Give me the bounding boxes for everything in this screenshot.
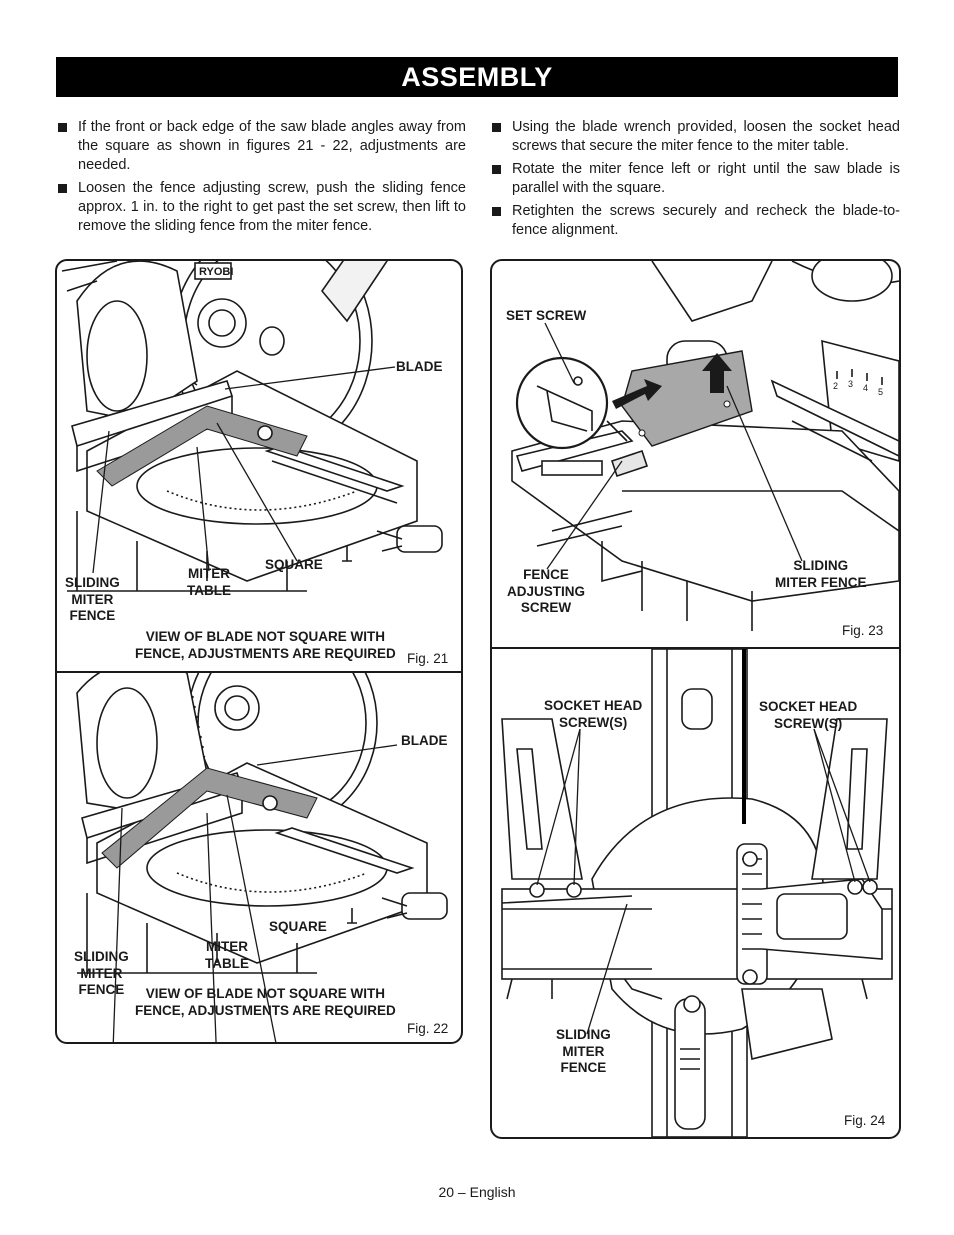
- label-blade: BLADE: [401, 733, 448, 748]
- brand-logo: RYOBI: [199, 266, 233, 278]
- label-square: SQUARE: [265, 557, 323, 572]
- list-item: Using the blade wrench provided, loosen …: [490, 118, 900, 156]
- svg-text:3: 3: [848, 379, 853, 389]
- svg-text:4: 4: [863, 383, 868, 393]
- right-instructions: Using the blade wrench provided, loosen …: [490, 118, 900, 244]
- svg-text:5: 5: [878, 387, 883, 397]
- figure-caption: Fig. 24: [844, 1113, 886, 1128]
- figure-divider: [57, 671, 461, 673]
- label-set-screw: SET SCREW: [506, 308, 587, 323]
- bullet-square-icon: [58, 184, 67, 193]
- figure-caption: Fig. 23: [842, 623, 884, 638]
- figure-caption: Fig. 21: [407, 651, 449, 666]
- miter-saw-illustration: [76, 673, 448, 1042]
- bullet-square-icon: [492, 165, 501, 174]
- left-instructions: If the front or back edge of the saw bla…: [56, 118, 466, 240]
- bullet-square-icon: [58, 123, 67, 132]
- figure-caption: Fig. 22: [407, 1021, 449, 1036]
- miter-saw-illustration: RYOBI: [61, 261, 443, 592]
- svg-text:2: 2: [833, 381, 838, 391]
- bullet-square-icon: [492, 207, 501, 216]
- page-title: ASSEMBLY: [401, 61, 553, 92]
- miter-saw-top-view-illustration: [501, 649, 893, 1137]
- section-header: ASSEMBLY: [56, 57, 898, 97]
- list-item: Loosen the fence adjusting screw, push t…: [56, 179, 466, 236]
- list-item: If the front or back edge of the saw bla…: [56, 118, 466, 175]
- figure-divider: [492, 647, 899, 649]
- label-blade: BLADE: [396, 359, 443, 374]
- miter-fence-illustration: 2 3 4 5: [511, 261, 899, 631]
- label-square: SQUARE: [269, 919, 327, 934]
- bullet-square-icon: [492, 123, 501, 132]
- list-item: Rotate the miter fence left or right unt…: [490, 160, 900, 198]
- list-item: Retighten the screws securely and rechec…: [490, 202, 900, 240]
- page-footer: 20 – English: [438, 1184, 516, 1200]
